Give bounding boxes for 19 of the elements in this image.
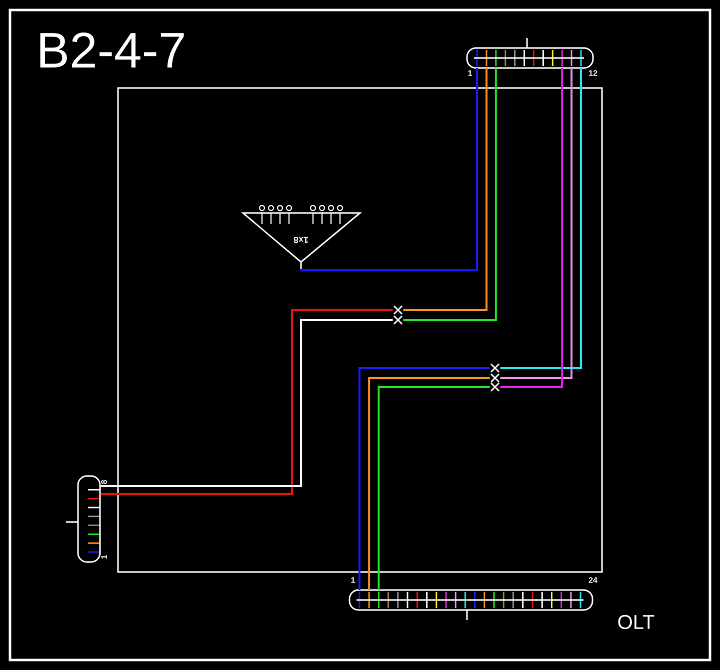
connector [466,38,594,69]
fiber-line [300,68,478,272]
splice-mark [490,363,500,373]
fiber-number: 24 [588,577,598,583]
fiber-number: 1 [468,70,472,76]
splice-mark [393,305,403,315]
fiber-number: 1 [351,577,355,583]
fiber-number: 8 [101,480,107,484]
fiber-number: 1 [101,555,107,559]
title: B2-4-7 [40,32,184,68]
splice-mark [490,382,500,392]
connector-label: OLT [618,614,654,630]
connector [66,475,101,563]
splice-mark [490,373,500,383]
connector [348,589,594,620]
splitter: 1x8 [242,204,362,270]
enclosure-box [117,87,603,573]
splice-mark [393,315,403,325]
fiber-number: 12 [589,70,598,76]
